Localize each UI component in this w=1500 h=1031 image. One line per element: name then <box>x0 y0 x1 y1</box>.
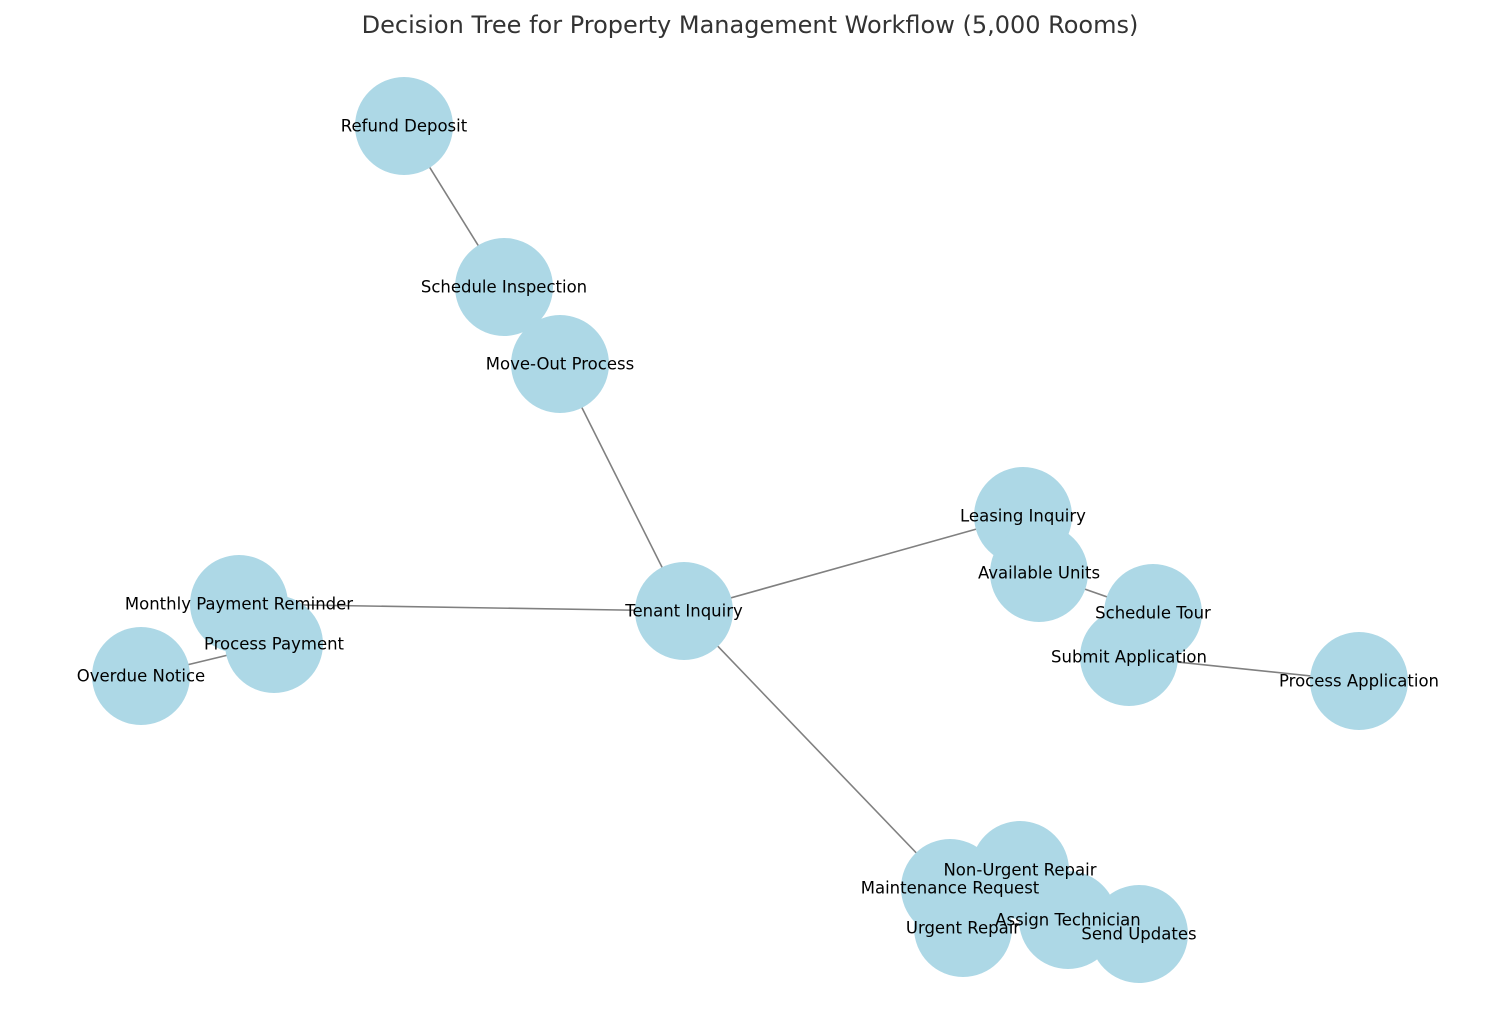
node-label-overdue-notice: Overdue Notice <box>77 667 205 686</box>
node-urgent-repair <box>914 879 1012 977</box>
node-label-submit-application: Submit Application <box>1051 648 1207 667</box>
edge-tenant_inquiry-to-monthly_payment_reminder <box>238 603 685 612</box>
node-label-schedule-inspection: Schedule Inspection <box>421 278 587 297</box>
node-process-application <box>1310 632 1408 730</box>
node-move-out-process <box>511 315 609 413</box>
node-process-payment <box>225 595 323 693</box>
node-label-send-updates: Send Updates <box>1081 925 1196 944</box>
node-schedule-inspection <box>455 238 553 336</box>
node-overdue-notice <box>92 627 190 725</box>
node-refund-deposit <box>355 77 453 175</box>
node-label-non-urgent-repair: Non-Urgent Repair <box>943 861 1096 880</box>
node-label-maintenance-request: Maintenance Request <box>861 879 1040 898</box>
node-label-process-application: Process Application <box>1279 672 1439 691</box>
node-available-units <box>990 524 1088 622</box>
nodes-layer <box>92 77 1408 983</box>
edge-tenant_inquiry-to-leasing_inquiry <box>683 515 1024 612</box>
node-tenant-inquiry <box>635 562 733 660</box>
node-label-assign-technician: Assign Technician <box>995 911 1140 930</box>
node-label-available-units: Available Units <box>978 564 1100 583</box>
node-label-refund-deposit: Refund Deposit <box>341 117 468 136</box>
node-send-updates <box>1090 885 1188 983</box>
node-submit-application <box>1080 608 1178 706</box>
node-label-leasing-inquiry: Leasing Inquiry <box>960 507 1086 526</box>
node-label-tenant-inquiry: Tenant Inquiry <box>624 602 743 621</box>
node-label-move-out-process: Move-Out Process <box>486 355 634 374</box>
diagram-title: Decision Tree for Property Management Wo… <box>362 11 1139 39</box>
node-label-urgent-repair: Urgent Repair <box>906 919 1020 938</box>
node-label-process-payment: Process Payment <box>204 635 345 654</box>
node-label-schedule-tour: Schedule Tour <box>1095 604 1211 623</box>
node-label-monthly-payment-reminder: Monthly Payment Reminder <box>125 595 353 614</box>
edge-tenant_inquiry-to-maintenance_request <box>683 610 951 889</box>
edges-layer <box>140 125 1360 935</box>
